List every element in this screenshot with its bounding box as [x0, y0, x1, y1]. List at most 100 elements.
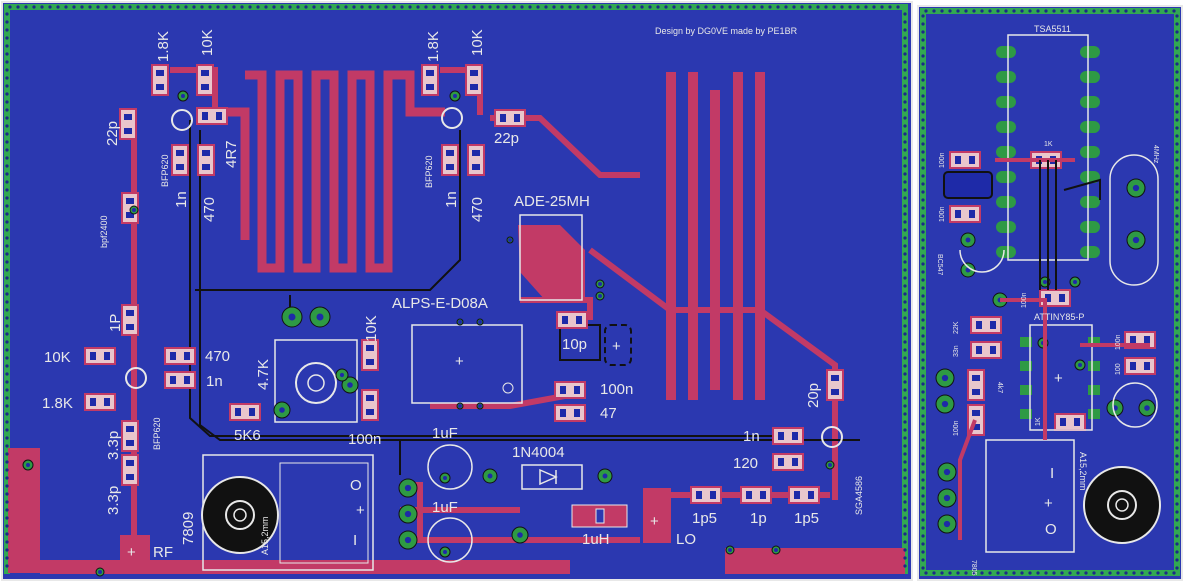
edge-via — [312, 5, 316, 9]
edge-via — [1124, 9, 1128, 13]
label-l-1uh: 1uH — [582, 531, 610, 548]
edge-via — [921, 302, 925, 306]
ic-pin — [996, 196, 1016, 208]
edge-via — [924, 571, 928, 575]
edge-via — [1175, 486, 1179, 490]
edge-via — [560, 5, 564, 9]
edge-via — [921, 46, 925, 50]
edge-via — [921, 158, 925, 162]
th-drill — [339, 372, 345, 378]
smd-pad — [976, 321, 982, 329]
edge-via — [921, 294, 925, 298]
th-drill — [1144, 405, 1150, 411]
regulator-7805 — [985, 439, 1075, 553]
label-ic-tsa: TSA5511 — [1034, 24, 1071, 34]
edge-via — [1124, 571, 1128, 575]
edge-via — [5, 108, 9, 112]
label-r-22k: 22K — [953, 321, 960, 334]
edge-via — [5, 76, 9, 80]
label-ic-attiny: ATTINY85-P — [1034, 312, 1084, 322]
label-rf: RF — [153, 544, 173, 561]
edge-via — [152, 5, 156, 9]
th-drill — [1073, 280, 1077, 284]
label-amp: SGA4586 — [854, 476, 864, 515]
smd-pad — [184, 352, 190, 360]
edge-via — [1148, 571, 1152, 575]
th-drill — [1078, 363, 1082, 367]
edge-via — [921, 334, 925, 338]
label-c-1uf-top: 1uF — [432, 425, 458, 442]
edge-via — [903, 564, 907, 568]
smd-pad — [808, 491, 814, 499]
edge-via — [921, 182, 925, 186]
edge-via — [921, 86, 925, 90]
edge-via — [792, 5, 796, 9]
edge-via — [921, 326, 925, 330]
label-r-1k-top: 1K — [1044, 141, 1053, 148]
through-hole-pads — [5, 5, 1179, 577]
th-drill — [487, 473, 493, 479]
edge-via — [1044, 571, 1048, 575]
smd-part — [84, 393, 116, 411]
edge-via — [921, 270, 925, 274]
smd-part — [121, 304, 139, 336]
edge-via — [1092, 571, 1096, 575]
edge-via — [5, 260, 9, 264]
smd-pad — [126, 460, 134, 466]
smd-part — [556, 311, 588, 329]
edge-via — [808, 5, 812, 9]
edge-via — [903, 380, 907, 384]
edge-via — [648, 5, 652, 9]
edge-via — [656, 5, 660, 9]
edge-via — [1175, 214, 1179, 218]
edge-via — [448, 5, 452, 9]
edge-via — [921, 438, 925, 442]
edge-via — [921, 398, 925, 402]
label-mixer: ADE-25MH — [514, 193, 590, 210]
edge-via — [504, 5, 508, 9]
smd-pad — [104, 398, 110, 406]
edge-via — [888, 5, 892, 9]
smd-pad — [792, 458, 798, 466]
edge-via — [5, 84, 9, 88]
smd-part — [494, 109, 526, 127]
edge-via — [5, 68, 9, 72]
smd-pad — [1144, 336, 1150, 344]
edge-via — [921, 486, 925, 490]
edge-via — [5, 468, 9, 472]
edge-via — [1092, 9, 1096, 13]
smd-pad — [955, 210, 961, 218]
interdigital-filter — [666, 72, 765, 400]
edge-via — [903, 140, 907, 144]
edge-via — [1175, 46, 1179, 50]
edge-via — [1175, 294, 1179, 298]
smd-pad — [990, 321, 996, 329]
edge-via — [921, 406, 925, 410]
smd-pad — [426, 70, 434, 76]
aux-traces — [958, 158, 1150, 540]
lo-pad — [643, 488, 671, 543]
th-drill — [404, 510, 412, 518]
diode-1n4004 — [521, 464, 583, 490]
edge-via — [5, 356, 9, 360]
edge-via — [903, 444, 907, 448]
th-drill — [1132, 236, 1140, 244]
smd-part — [788, 486, 820, 504]
edge-via — [56, 5, 60, 9]
th-drill — [598, 294, 602, 298]
edge-via — [400, 5, 404, 9]
edge-via — [1044, 9, 1048, 13]
edge-via — [903, 20, 907, 24]
smd-part — [121, 420, 139, 452]
edge-via — [376, 5, 380, 9]
edge-via — [5, 180, 9, 184]
edge-via — [5, 516, 9, 520]
smd-part — [164, 347, 196, 365]
edge-via — [40, 5, 44, 9]
ic-pin — [1080, 146, 1100, 158]
edge-via — [440, 5, 444, 9]
label-hole-a: A15,2mm — [260, 516, 270, 555]
edge-via — [488, 5, 492, 9]
via-fence-aux — [920, 8, 1180, 576]
edge-via — [496, 5, 500, 9]
